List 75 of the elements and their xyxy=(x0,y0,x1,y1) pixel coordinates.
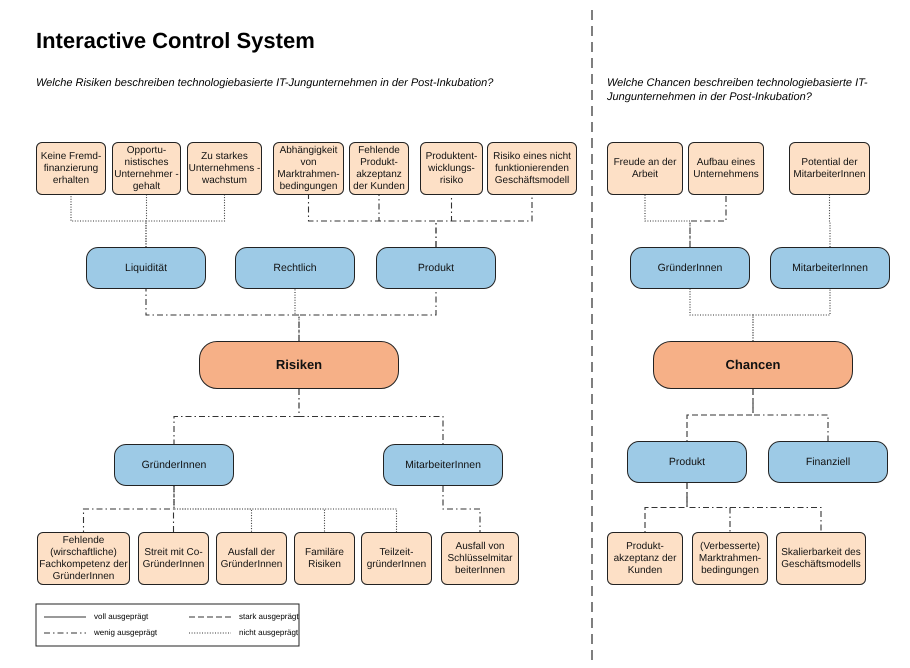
factor-box xyxy=(361,532,432,585)
category-box xyxy=(768,441,888,483)
box-text: Fehlende Produkt- akzeptanz der Kunden xyxy=(352,144,406,192)
connector-line xyxy=(752,289,831,341)
category-box xyxy=(627,441,747,483)
box-text: GründerInnen xyxy=(142,458,206,472)
box-text: Finanziell xyxy=(806,456,850,468)
box-text: MitarbeiterInnen xyxy=(792,262,868,274)
factor-box xyxy=(216,532,287,585)
legend-text: voll ausgeprägt xyxy=(94,612,148,621)
main-category-box xyxy=(199,341,399,389)
factor-box xyxy=(607,532,683,585)
factor-box xyxy=(789,142,870,195)
box-text: Rechtlich xyxy=(273,262,317,274)
factor-box xyxy=(692,532,768,585)
box-text: Liquidität xyxy=(124,262,168,274)
box-text: Potential der MitarbeiterInnen xyxy=(792,156,867,180)
box-text: Fehlende (wirschaftliche) Fachkompetenz der GründerInnen xyxy=(38,534,129,582)
connector-line xyxy=(752,389,829,441)
connector-line xyxy=(686,483,822,532)
category-box xyxy=(376,247,496,289)
box-text: Streit mit Co- GründerInnen xyxy=(142,546,206,570)
box-text: Chancen xyxy=(726,357,780,373)
box-text: Produkt xyxy=(668,456,706,468)
connector-line xyxy=(298,389,444,444)
connector-line xyxy=(689,195,727,247)
factor-box xyxy=(688,142,764,195)
category-box xyxy=(630,247,750,289)
box-text: MitarbeiterInnen xyxy=(405,458,481,472)
main-category-box xyxy=(653,341,853,389)
question-text: Welche Risiken beschreiben technologiebasierte IT-Jungunternehmen in der Post-Inkubation? xyxy=(36,76,494,90)
question-text: Welche Chancen beschreiben technologiebasierte IT-Jungunternehmen in der Post-Inkubation? xyxy=(607,76,868,105)
box-text: Aufbau eines Unternehmens xyxy=(692,156,760,180)
connector-line xyxy=(442,486,481,532)
category-box xyxy=(235,247,355,289)
box-text: Ausfall von Schlüsselmitar beiterInnen xyxy=(446,540,514,576)
box-text: Risiken xyxy=(276,357,322,373)
category-box xyxy=(770,247,890,289)
legend-text: stark ausgeprägt xyxy=(239,612,299,621)
connector-line xyxy=(145,195,226,247)
box-text: Produkt xyxy=(418,262,454,274)
factor-box xyxy=(420,142,483,195)
category-box xyxy=(383,444,503,486)
connector-line xyxy=(828,195,831,247)
box-text: Freude an der Arbeit xyxy=(612,156,678,180)
box-text: Opportu- nistisches Unternehmer -gehalt xyxy=(113,144,180,192)
connector-line xyxy=(298,289,437,341)
category-box xyxy=(86,247,206,289)
box-text: Zu starkes Unternehmens -wachstum xyxy=(188,150,261,186)
diagram-title: Interactive Control System xyxy=(36,28,315,54)
box-text: (Verbesserte) Marktrahmen- bedingungen xyxy=(698,540,762,576)
box-text: GründerInnen xyxy=(658,262,722,274)
connector-line xyxy=(172,486,175,532)
factor-box xyxy=(441,532,519,585)
factor-box xyxy=(294,532,355,585)
connector-line xyxy=(173,486,398,532)
factor-box xyxy=(776,532,866,585)
box-text: Abhängigkeit von Marktrahmen- bedingungen xyxy=(276,144,341,192)
category-box xyxy=(114,444,234,486)
legend-text: wenig ausgeprägt xyxy=(94,628,158,637)
connector-line xyxy=(435,195,533,247)
box-text: Produktent- wicklungs- risiko xyxy=(424,150,478,186)
box-text: Skalierbarkeit des Geschäftsmodells xyxy=(780,546,862,570)
box-text: Produkt- akzeptanz der Kunden xyxy=(612,540,678,576)
legend-text: nicht ausgeprägt xyxy=(239,628,298,637)
box-text: Teilzeit- gründerInnen xyxy=(366,546,428,570)
factor-box xyxy=(36,142,106,195)
box-text: Familäre Risiken xyxy=(304,546,345,570)
factor-box xyxy=(187,142,262,195)
box-text: Keine Fremd- finanzierung erhalten xyxy=(40,150,102,186)
box-text: Risiko eines nicht funktionierenden Geschäftsmodell xyxy=(492,150,572,186)
factor-box xyxy=(487,142,577,195)
box-text: Ausfall der GründerInnen xyxy=(220,546,284,570)
factor-box xyxy=(607,142,683,195)
factor-box xyxy=(138,532,209,585)
